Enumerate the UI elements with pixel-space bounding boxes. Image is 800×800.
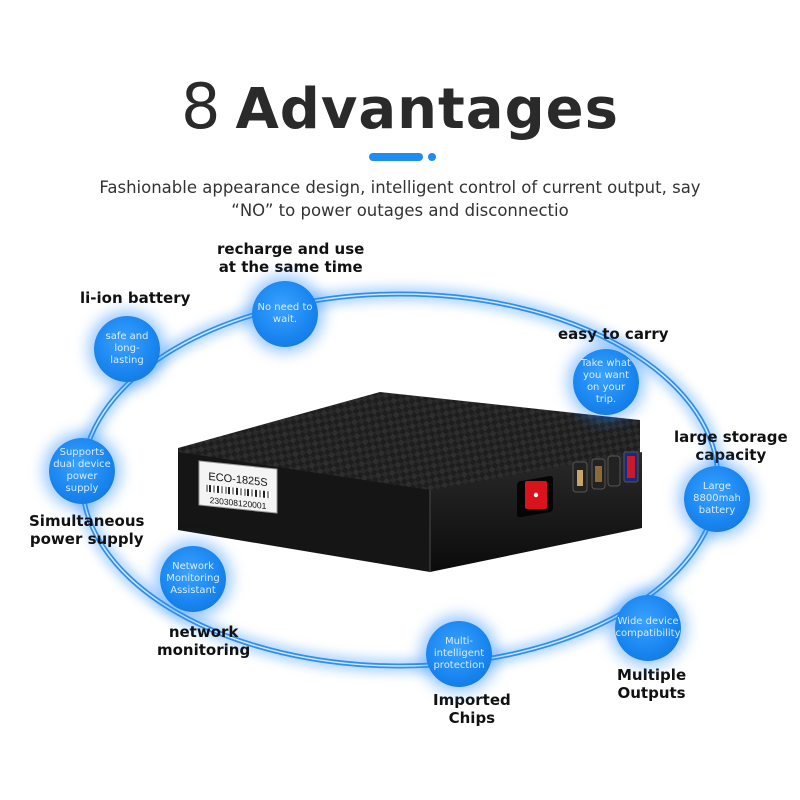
feature-label-imported-chips: Imported Chips [433,691,511,727]
subtitle: Fashionable appearance design, intellige… [60,176,740,222]
bubble-safe-long-lasting: safe and long-lasting [94,316,160,382]
title-word: Advantages [235,77,619,142]
title-accent-dot [428,153,436,161]
bubble-no-need-to-wait: No need to wait. [252,281,318,347]
output-ports [572,451,639,493]
subtitle-line-2: “NO” to power outages and disconnectio [231,201,569,220]
title-number: 8 [181,70,222,143]
feature-label-network-monitoring: network monitoring [157,623,251,659]
bubble-dual-device: Supports dual device power supply [49,438,115,504]
bubble-multi-protection: Multi-intelligent protection [426,621,492,687]
bubble-large-battery: Large 8800mah battery [684,466,750,532]
feature-label-simultaneous: Simultaneous power supply [29,512,145,548]
feature-label-easy-to-carry: easy to carry [558,325,669,343]
device-top-face [178,392,640,492]
feature-label-recharge-and-use: recharge and use at the same time [217,240,365,276]
subtitle-line-1: Fashionable appearance design, intellige… [99,178,701,197]
feature-label-li-ion-battery: li-ion battery [80,289,191,307]
title-accent-bar [369,153,423,161]
power-switch [517,475,553,518]
bubble-wide-compatibility: Wide device compatibility [615,595,681,661]
feature-label-multiple-outputs: Multiple Outputs [617,666,687,702]
device-label-sticker: ECO-1825S 230308120001 [198,460,278,514]
bubble-network-assistant: Network Monitoring Assistant [160,546,226,612]
bubble-take-on-trip: Take what you want on your trip. [573,349,639,415]
feature-label-large-storage: large storage capacity [674,428,788,464]
barcode [205,484,271,499]
